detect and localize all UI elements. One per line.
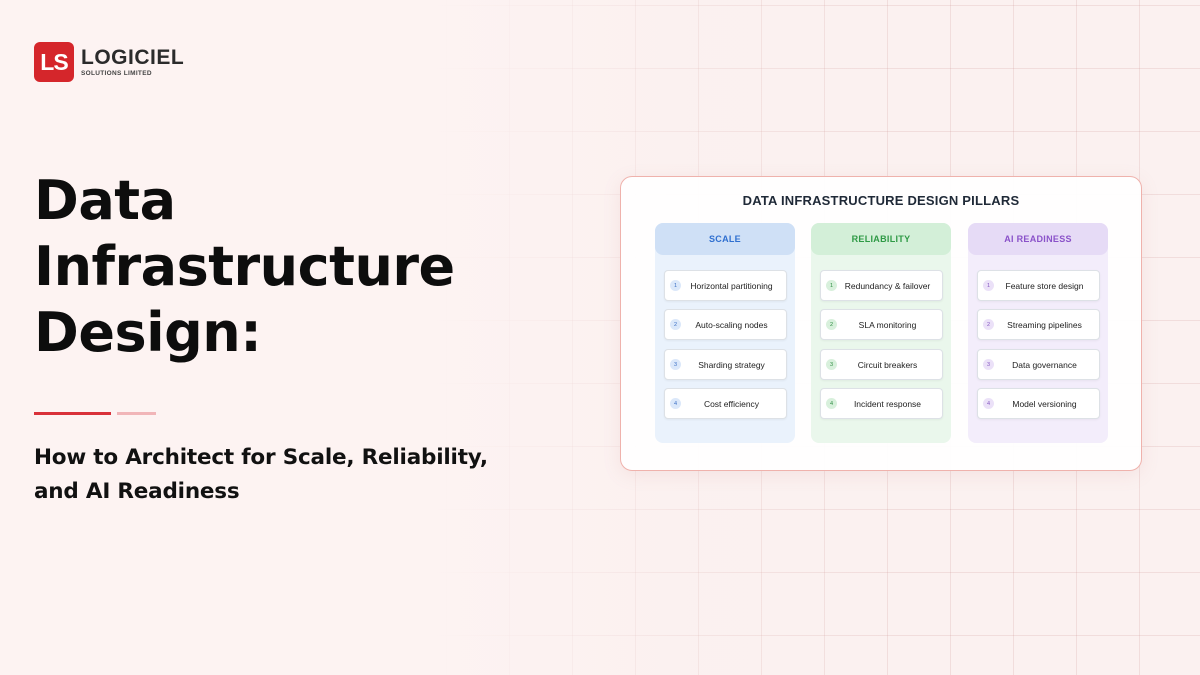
item-label: Incident response <box>853 398 922 409</box>
item-number-badge: 1 <box>826 280 837 291</box>
pillar-item: 2 Auto-scaling nodes <box>664 309 787 340</box>
item-label: Circuit breakers <box>857 359 918 370</box>
item-label: Sharding strategy <box>698 359 765 370</box>
logo-text: LOGICIEL SOLUTIONS LIMITED <box>81 47 184 77</box>
item-label: Data governance <box>1012 359 1077 370</box>
subtitle-line: and AI Readiness <box>34 479 240 504</box>
pillar-header-ai-readiness: AI READINESS <box>968 223 1108 255</box>
pillar-item: 1 Horizontal partitioning <box>664 270 787 301</box>
pillar-item: 4 Incident response <box>820 388 943 419</box>
item-label: Auto-scaling nodes <box>695 319 768 330</box>
pillar-item: 1 Redundancy & failover <box>820 270 943 301</box>
logo-subtitle: SOLUTIONS LIMITED <box>81 70 152 77</box>
pillar-header-reliability: RELIABILITY <box>811 223 951 255</box>
diagram-title: DATA INFRASTRUCTURE DESIGN PILLARS <box>742 193 1020 208</box>
page-subtitle: How to Architect for Scale, Reliability,… <box>34 441 488 509</box>
title-divider <box>34 412 156 415</box>
title-line: Infrastructure <box>34 235 455 298</box>
logo-name: LOGICIEL <box>81 46 185 69</box>
item-number-badge: 2 <box>983 319 994 330</box>
divider-secondary <box>117 412 156 415</box>
item-number-badge: 2 <box>826 319 837 330</box>
pillar-header-scale: SCALE <box>655 223 795 255</box>
subtitle-line: How to Architect for Scale, Reliability, <box>34 445 488 470</box>
pillar-item: 2 SLA monitoring <box>820 309 943 340</box>
item-number-badge: 4 <box>670 398 681 409</box>
item-number-badge: 2 <box>670 319 681 330</box>
item-label: SLA monitoring <box>858 319 917 330</box>
pillar-column-ai-readiness: AI READINESS 1 Feature store design 2 St… <box>968 223 1108 443</box>
pillar-item: 2 Streaming pipelines <box>977 309 1100 340</box>
pillars-diagram-card: DATA INFRASTRUCTURE DESIGN PILLARS SCALE… <box>620 176 1142 471</box>
item-number-badge: 1 <box>983 280 994 291</box>
pillar-item: 3 Sharding strategy <box>664 349 787 380</box>
title-line: Design: <box>34 301 262 364</box>
divider-primary <box>34 412 111 415</box>
pillar-item: 3 Data governance <box>977 349 1100 380</box>
item-label: Cost efficiency <box>703 398 760 409</box>
item-label: Model versioning <box>1012 398 1077 409</box>
pillar-column-scale: SCALE 1 Horizontal partitioning 2 Auto-s… <box>655 223 795 443</box>
item-label: Streaming pipelines <box>1007 319 1082 330</box>
logo-mark: LS <box>34 42 74 82</box>
item-label: Feature store design <box>1005 280 1084 291</box>
pillar-item: 1 Feature store design <box>977 270 1100 301</box>
item-label: Horizontal partitioning <box>690 280 773 291</box>
pillar-item: 4 Model versioning <box>977 388 1100 419</box>
item-number-badge: 3 <box>826 359 837 370</box>
company-logo: LS LOGICIEL SOLUTIONS LIMITED <box>34 42 184 82</box>
item-number-badge: 4 <box>983 398 994 409</box>
page-title: Data Infrastructure Design: <box>34 168 455 366</box>
pillar-column-reliability: RELIABILITY 1 Redundancy & failover 2 SL… <box>811 223 951 443</box>
item-number-badge: 3 <box>983 359 994 370</box>
item-label: Redundancy & failover <box>844 280 931 291</box>
pillar-item: 4 Cost efficiency <box>664 388 787 419</box>
item-number-badge: 4 <box>826 398 837 409</box>
item-number-badge: 1 <box>670 280 681 291</box>
item-number-badge: 3 <box>670 359 681 370</box>
pillar-item: 3 Circuit breakers <box>820 349 943 380</box>
title-line: Data <box>34 169 176 232</box>
